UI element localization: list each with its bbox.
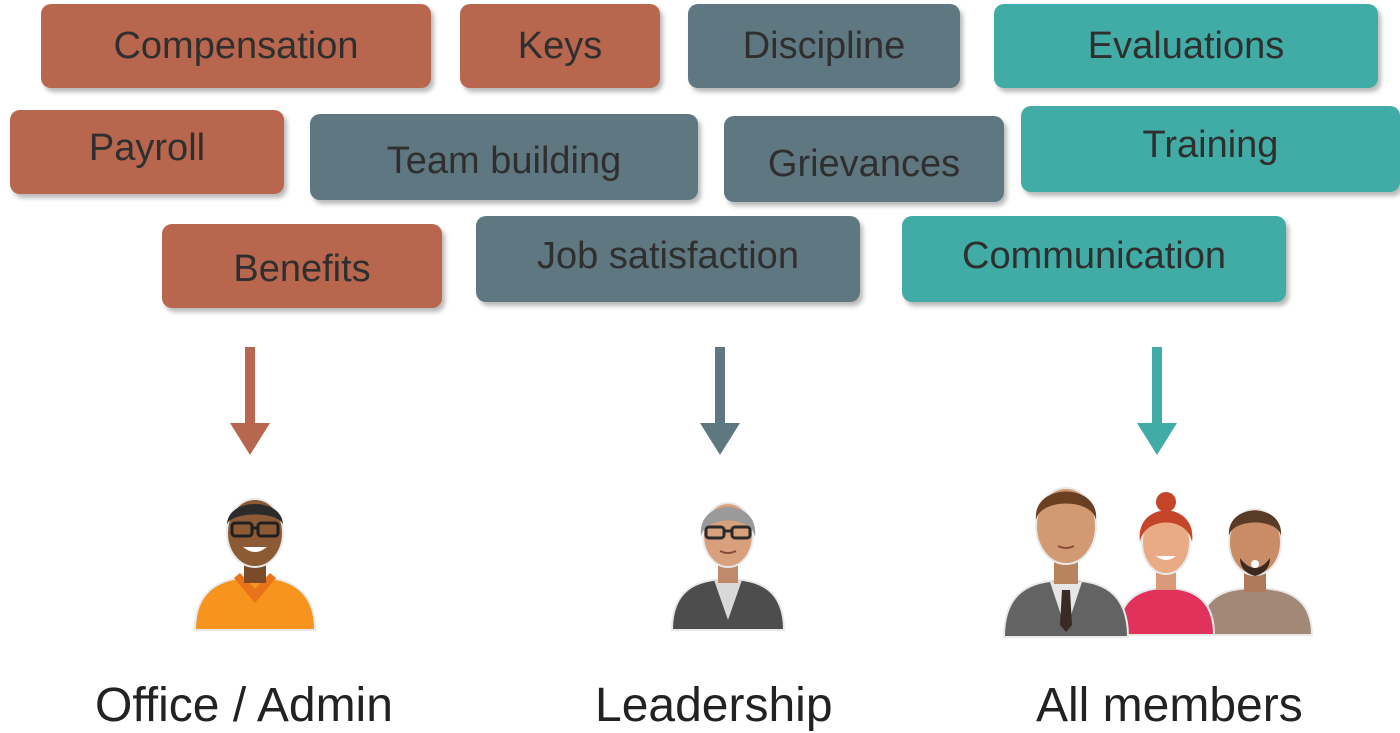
group-label-leadership: Leadership	[595, 679, 833, 732]
topic-job-satisfaction: Job satisfaction	[476, 216, 860, 302]
topic-discipline: Discipline	[688, 4, 960, 88]
group-label-admin: Office / Admin	[95, 679, 393, 732]
admin-person-icon	[193, 498, 317, 631]
group-label-all-members: All members	[1036, 679, 1303, 732]
topic-training: Training	[1021, 106, 1400, 192]
group-people-icon	[1002, 487, 1314, 638]
arrow-down-icon	[230, 347, 270, 455]
topic-benefits: Benefits	[162, 224, 442, 308]
topic-compensation: Compensation	[41, 4, 431, 88]
topic-keys: Keys	[460, 4, 660, 88]
topic-team-building: Team building	[310, 114, 698, 200]
arrow-down-icon	[1137, 347, 1177, 455]
topic-payroll: Payroll	[10, 110, 284, 194]
topic-evaluations: Evaluations	[994, 4, 1378, 88]
topic-grievances: Grievances	[724, 116, 1004, 202]
arrow-down-icon	[700, 347, 740, 455]
topic-communication: Communication	[902, 216, 1286, 302]
leader-person-icon	[670, 502, 786, 631]
